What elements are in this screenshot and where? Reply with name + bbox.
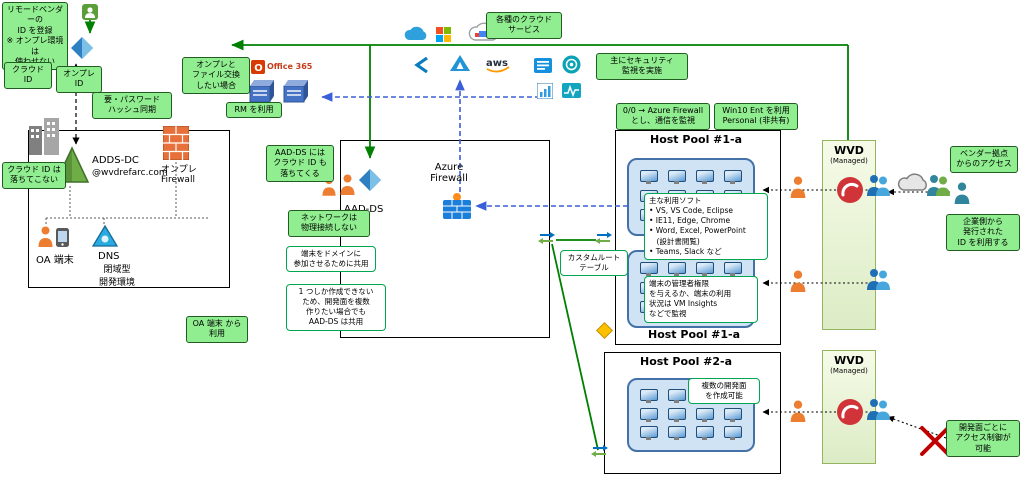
onprem-environment-box xyxy=(28,130,230,288)
log-analytics-icon xyxy=(534,58,552,73)
callout-vendor-site-access: ベンダー拠点 からのアクセス xyxy=(950,146,1018,173)
vm-icon xyxy=(668,407,686,422)
callout-vendor-id-register: リモードベンダーの ID を登録 ※ オンプレ環境は 使わせない xyxy=(2,2,68,71)
vm-icon xyxy=(696,407,714,422)
aadds-user-icon xyxy=(340,174,355,195)
adds-domain-label: @wvdrefarc.com xyxy=(92,168,168,178)
callout-file-exchange: オンプレと ファイル交換 したい場合 xyxy=(182,57,250,95)
id-registration-icon xyxy=(82,4,98,20)
callout-win10-personal: Win10 Ent を利用 Personal (非共有) xyxy=(714,103,798,130)
vm-icon xyxy=(640,170,658,185)
callout-no-physical-connection: ネットワークは 物理接続しない xyxy=(288,210,370,237)
callout-access-control: 開発面ごとに アクセス制御が 可能 xyxy=(946,420,1020,458)
callout-aadds-cloud-id: AAD-DS には クラウド ID も 落ちてくる xyxy=(266,145,334,183)
azure-files-icon xyxy=(280,78,308,104)
blocked-access-x-icon xyxy=(920,426,950,456)
phone-icon xyxy=(56,228,69,247)
svg-text:O: O xyxy=(254,63,263,74)
host-pool-2-title: Host Pool #2-a xyxy=(640,355,733,368)
vm-icon xyxy=(696,262,714,277)
azure-devops-icon xyxy=(414,56,430,74)
wvd-title: WVD xyxy=(834,354,864,367)
callout-cloud-id: クラウド ID xyxy=(4,62,52,89)
office-365-icon: O xyxy=(251,60,265,74)
session-user-icon xyxy=(790,176,806,198)
callout-oa-terminal-use: OA 端末 から 利用 xyxy=(186,316,248,343)
remote-users-icon xyxy=(866,174,892,196)
vm-icon xyxy=(696,170,714,185)
sentinel-icon xyxy=(562,55,581,74)
vm-icon xyxy=(724,407,742,422)
wvd-managed-box-1: WVD (Managed) xyxy=(822,140,876,330)
internet-cloud-icon xyxy=(896,170,932,192)
vm-icon xyxy=(640,425,658,440)
vendor-users-icon xyxy=(926,174,952,196)
wvd-icon xyxy=(836,398,864,426)
vm-icon xyxy=(668,389,686,404)
closed-env-label: 閉域型 開発環境 xyxy=(98,265,135,288)
onprem-firewall-label: オンプレ Firewall xyxy=(161,165,197,185)
host-pool-1-bottom-label: Host Pool #1-a xyxy=(648,328,741,341)
vm-icon xyxy=(640,407,658,422)
vm-icon xyxy=(668,262,686,277)
callout-password-hash-sync: 要・パスワード ハッシュ同期 xyxy=(92,92,172,119)
wvd-subtitle: (Managed) xyxy=(830,157,868,165)
route-table-icon xyxy=(596,322,613,339)
callout-enterprise-id: 企業側から 発行された ID を利用する xyxy=(946,214,1020,252)
dns-label: DNS xyxy=(98,251,120,262)
vm-icon xyxy=(668,170,686,185)
blue-cloud-icon xyxy=(402,24,430,42)
oa-terminal-label: OA 端末 xyxy=(36,255,74,266)
vm-icon xyxy=(640,389,658,404)
callout-rm-use: RM を利用 xyxy=(226,102,282,119)
callout-admin-rights-monitoring: 端末の管理者権限 を与えるか、端末の利用 状況は VM Insights などで… xyxy=(644,276,758,323)
callout-custom-route-table: カスタムルート テーブル xyxy=(560,250,628,277)
wvd-managed-box-2: WVD (Managed) xyxy=(822,350,876,464)
azure-ad-tenant-icon xyxy=(70,36,94,60)
azure-firewall-label: Azure Firewall xyxy=(430,162,468,184)
session-user-icon xyxy=(790,400,806,422)
callout-aadds-shared: 1 つしか作成できない ため、開発面を複数 作りたい場合でも AAD-DS は共… xyxy=(286,284,386,331)
session-user-icon xyxy=(790,270,806,292)
office-365-label: Office 365 xyxy=(267,62,313,71)
vm-icon xyxy=(668,425,686,440)
azure-icon xyxy=(450,54,470,72)
file-server-icon xyxy=(246,78,274,104)
svg-text:aws: aws xyxy=(486,58,508,69)
vm-icon xyxy=(724,170,742,185)
aws-icon: aws xyxy=(484,56,512,74)
host-pool-1-title: Host Pool #1-a xyxy=(650,133,743,146)
remote-users-icon xyxy=(866,268,892,290)
azure-firewall-icon xyxy=(443,192,471,220)
adds-dc-label: ADDS-DC xyxy=(92,155,139,166)
microsoft-icon xyxy=(436,27,451,42)
callout-onprem-id: オンプレ ID xyxy=(56,66,102,93)
callout-multiple-dev-planes: 複数の開発面 を作成可能 xyxy=(688,378,760,405)
wvd-title: WVD xyxy=(834,144,864,157)
callout-default-route: 0/0 → Azure Firewall とし、通信を監視 xyxy=(616,103,710,130)
vm-icon xyxy=(724,262,742,277)
vm-icon xyxy=(696,425,714,440)
callout-security-monitoring: 主にセキュリティ 監視を実施 xyxy=(596,53,688,80)
wvd-icon xyxy=(836,176,864,204)
callout-cloud-services: 各種のクラウド サービス xyxy=(486,12,562,39)
wvd-subtitle: (Managed) xyxy=(830,367,868,375)
oa-user-icon xyxy=(38,226,53,247)
callout-domain-join-shared: 端末をドメインに 参加させるために共用 xyxy=(286,246,376,273)
azure-monitor-icon xyxy=(562,83,581,98)
vm-icon xyxy=(640,262,658,277)
callout-cloud-id-not-synced: クラウド ID は 落ちてこない xyxy=(2,162,66,189)
vendor-person-icon xyxy=(954,182,970,204)
aadds-diamond-icon xyxy=(358,168,382,192)
vm-icon xyxy=(724,425,742,440)
aadds-label: AAD-DS xyxy=(344,204,383,215)
remote-users-icon xyxy=(866,398,892,420)
callout-main-software: 主な利用ソフト • VS, VS Code, Eclipse • IE11, E… xyxy=(644,193,768,260)
onprem-firewall-icon xyxy=(162,125,190,161)
datacenter-buildings-icon xyxy=(28,116,64,156)
metrics-chart-icon xyxy=(536,82,554,100)
dns-icon xyxy=(91,224,119,248)
